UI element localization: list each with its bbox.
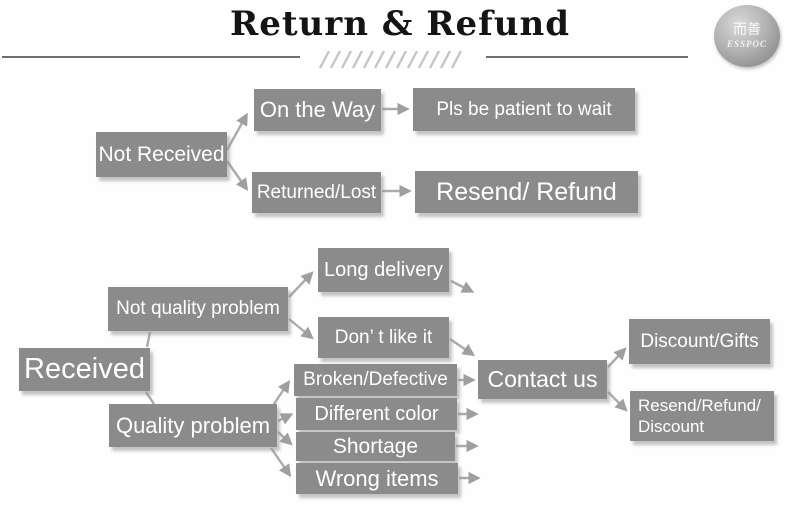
node-broken-defective: Broken/Defective (294, 364, 457, 396)
node-dont-like-it: Don’ t like it (318, 317, 449, 358)
node-contact-us: Contact us (478, 360, 607, 399)
page-title: Return & Refund (229, 4, 571, 44)
node-discount-gifts: Discount/Gifts (629, 319, 770, 364)
logo-chinese-text: 而善 (733, 22, 761, 39)
node-quality-problem: Quality problem (109, 404, 277, 447)
node-different-color: Different color (296, 398, 457, 430)
flow-arrows (145, 102, 628, 485)
node-resend-refund: Resend/ Refund (415, 171, 638, 213)
node-returned-lost: Returned/Lost (252, 172, 381, 213)
node-wrong-items: Wrong items (296, 463, 458, 494)
node-shortage: Shortage (296, 432, 455, 461)
node-long-delivery: Long delivery (318, 248, 449, 292)
node-pls-be-patient: Pls be patient to wait (413, 88, 635, 131)
esspoc-logo: 而善 ESSPOC (714, 5, 780, 67)
logo-brand-text: ESSPOC (726, 38, 767, 49)
node-resend-refund-discount: Resend/Refund/ Discount (630, 391, 774, 441)
node-on-the-way: On the Way (254, 89, 381, 131)
hatch-decoration (318, 50, 463, 69)
node-not-quality-problem: Not quality problem (108, 287, 288, 331)
node-not-received: Not Received (96, 132, 227, 177)
node-received: Received (19, 348, 150, 391)
